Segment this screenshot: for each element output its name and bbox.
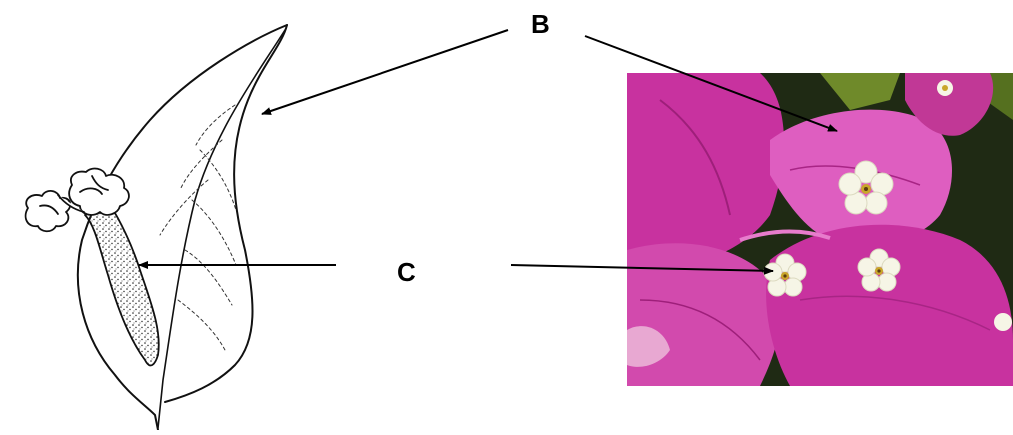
floret-lower-left: [763, 253, 807, 297]
bract-outline: [76, 24, 288, 431]
arrow-c-to-photo: [510, 264, 774, 275]
bract-outline-right: [164, 24, 288, 403]
bract-midrib: [157, 29, 286, 429]
floret-upper: [838, 160, 894, 215]
flower-petals: [24, 167, 130, 233]
bougainvillea-photo: [627, 73, 1013, 386]
label-b: B: [531, 9, 550, 39]
floret-small: [937, 80, 953, 96]
bract-sketch: [24, 24, 288, 431]
arrow-b-to-photo: [584, 35, 838, 132]
floret-lower-right: [857, 248, 901, 292]
label-c: C: [397, 257, 416, 287]
floral-tube: [84, 204, 160, 367]
arrow-b-to-sketch: [261, 29, 509, 115]
